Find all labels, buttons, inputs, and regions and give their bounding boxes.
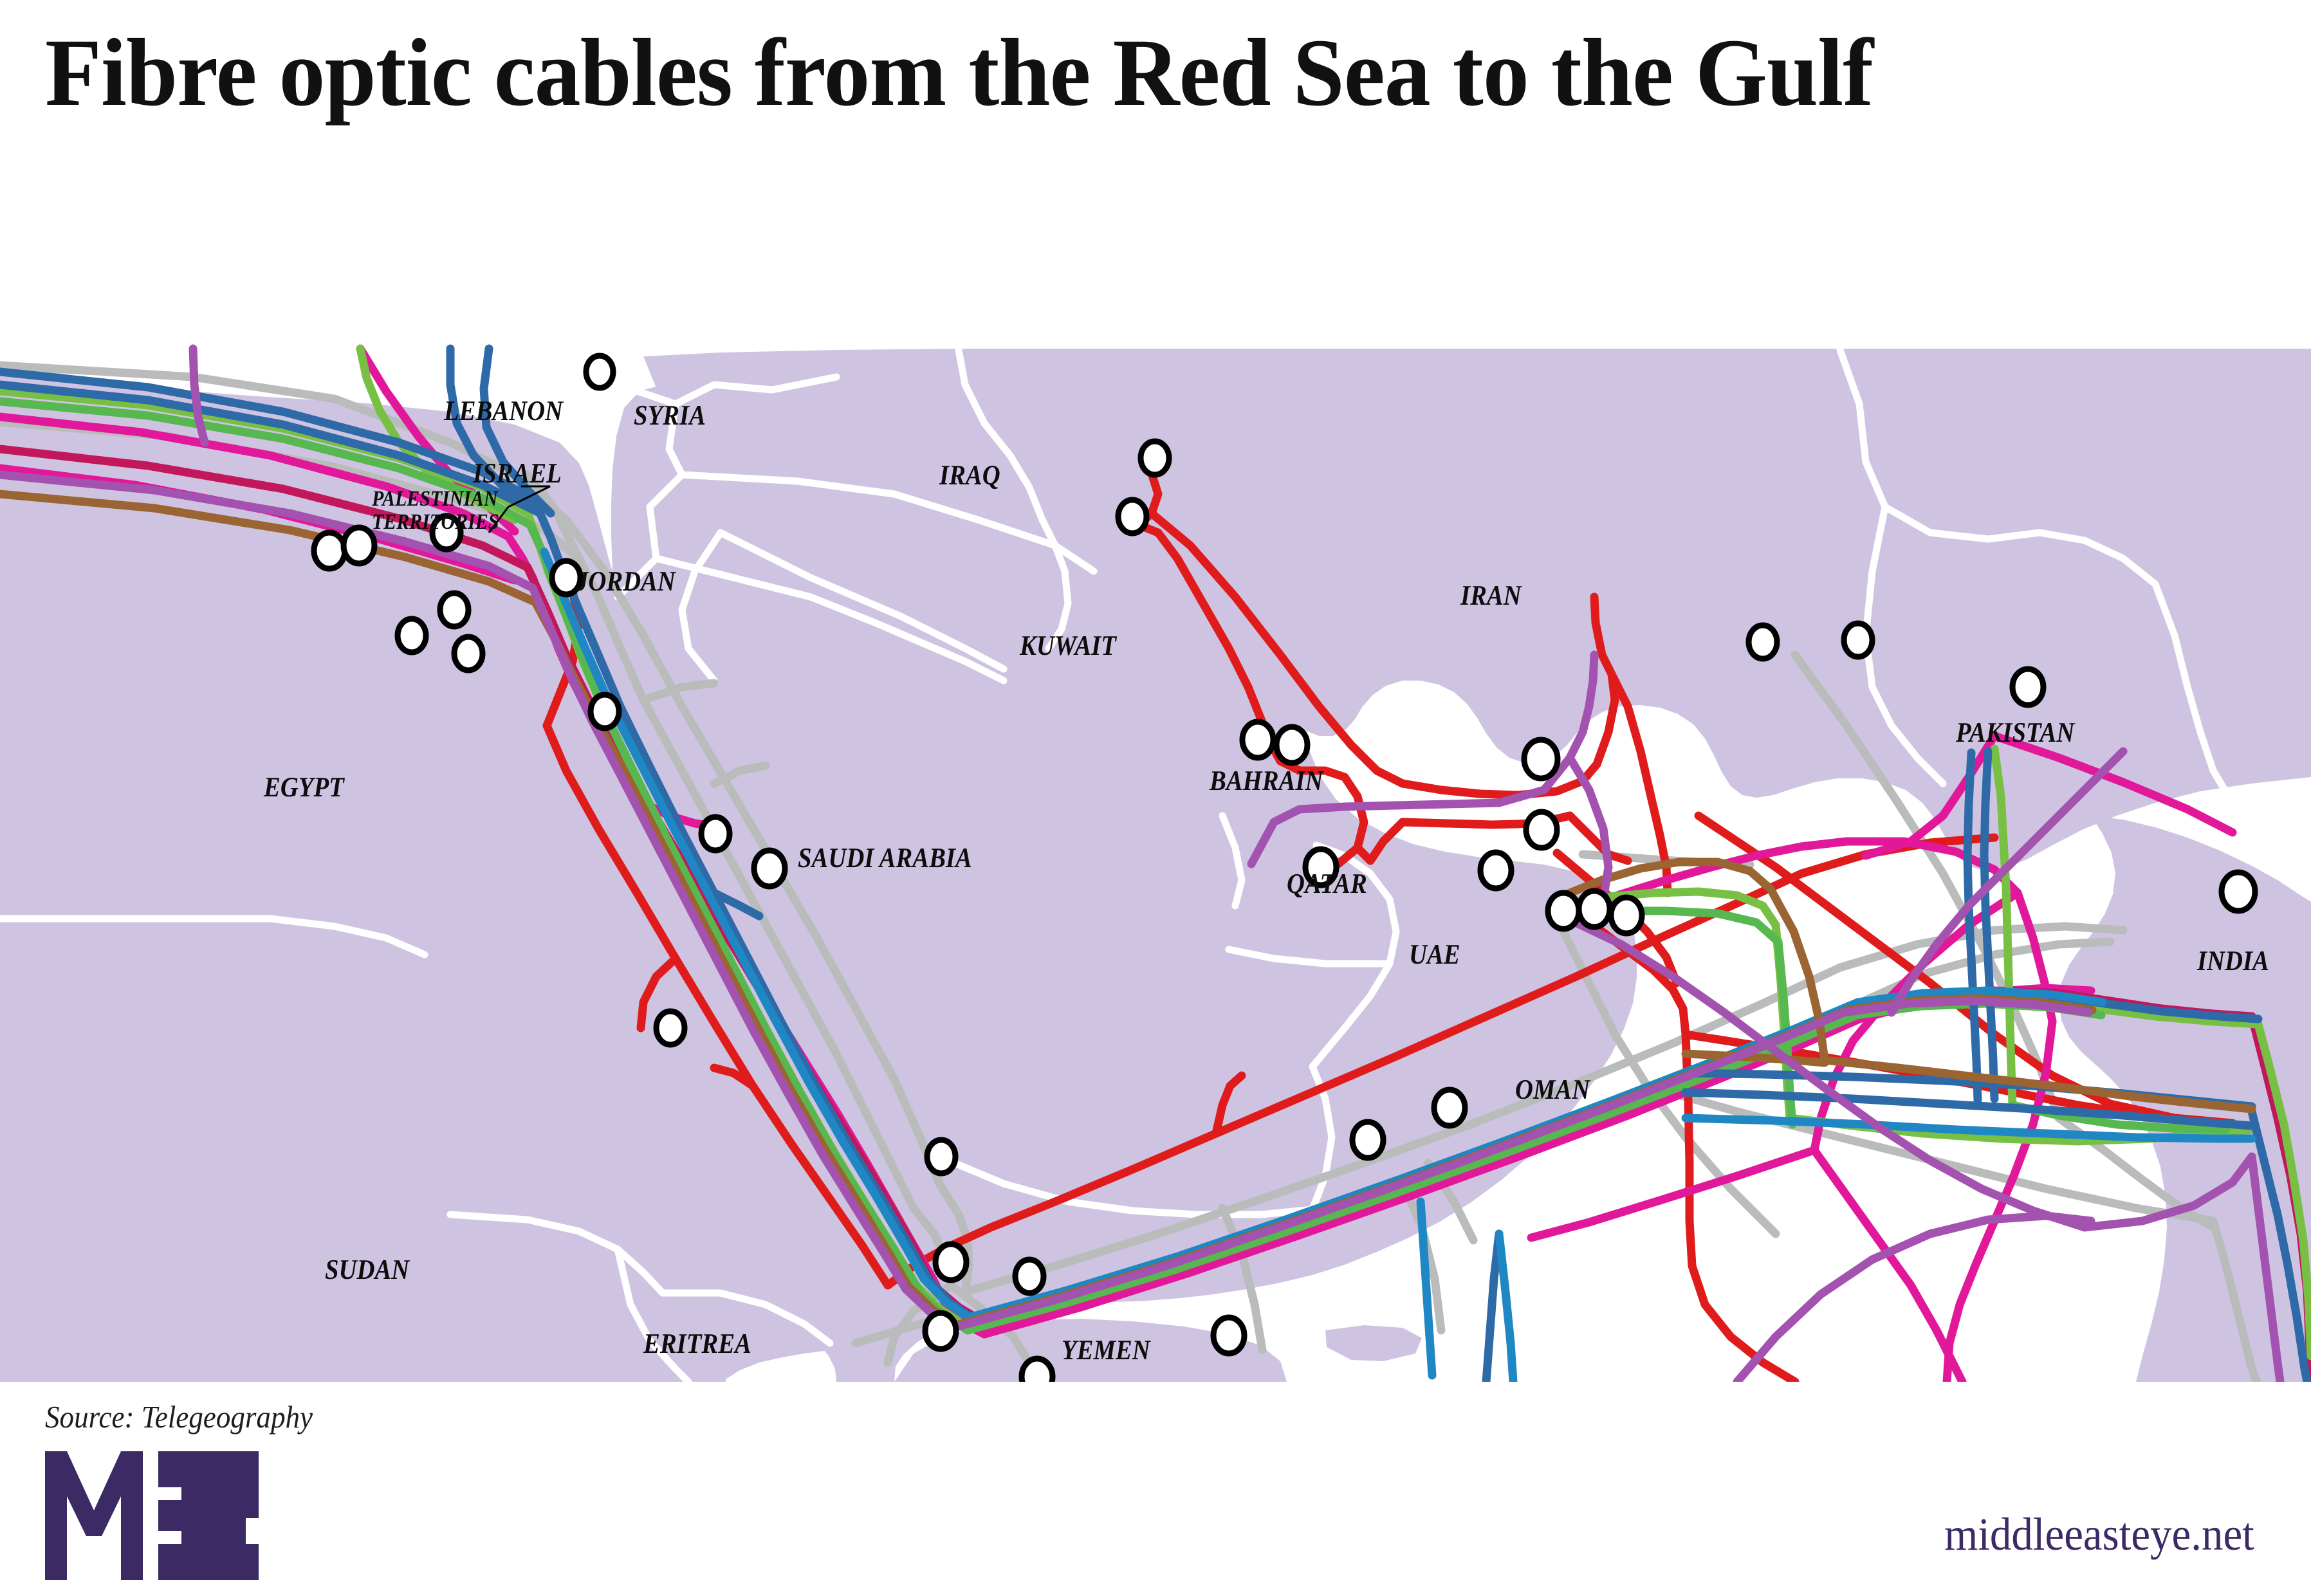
landing-station[interactable] xyxy=(429,513,464,553)
landing-station[interactable] xyxy=(583,353,616,391)
landing-station[interactable] xyxy=(1477,849,1515,892)
country-borders xyxy=(0,346,2236,1382)
landing-station[interactable] xyxy=(587,692,622,731)
map-svg: .land { fill:#cec4e2; } .sea { fill:#fff… xyxy=(0,172,2311,1382)
landing-station[interactable] xyxy=(1239,719,1276,761)
landing-station[interactable] xyxy=(751,847,788,890)
land-africa xyxy=(0,365,893,1382)
landing-station[interactable] xyxy=(1273,724,1311,766)
header-bar: Fibre optic cables from the Red Sea to t… xyxy=(0,0,2311,172)
cable-routes xyxy=(0,344,2311,1382)
landing-station[interactable] xyxy=(394,616,429,656)
landing-station[interactable] xyxy=(1841,620,1875,660)
landing-station[interactable] xyxy=(1137,438,1172,478)
mee-logo xyxy=(45,1451,259,1580)
landing-station[interactable] xyxy=(1523,809,1560,851)
land-iran-iraq-pakistan xyxy=(619,349,2311,871)
landing-station[interactable] xyxy=(932,1241,970,1283)
landing-station[interactable] xyxy=(437,590,472,630)
landing-station[interactable] xyxy=(1576,888,1613,930)
landing-station[interactable] xyxy=(1545,890,1582,932)
cable-purple-group xyxy=(0,344,2285,1382)
landing-station[interactable] xyxy=(340,524,378,567)
landing-station[interactable] xyxy=(311,529,348,572)
landing-stations xyxy=(311,353,2258,1382)
landing-station[interactable] xyxy=(924,1137,959,1177)
landing-station[interactable] xyxy=(922,1310,959,1352)
land-island-socotra xyxy=(1325,1325,1422,1361)
map-canvas: .land { fill:#cec4e2; } .sea { fill:#fff… xyxy=(0,172,2311,1382)
source-credit: Source: Telegeography xyxy=(45,1399,313,1435)
website-url[interactable]: middleeasteye.net xyxy=(1944,1509,2254,1560)
page-title: Fibre optic cables from the Red Sea to t… xyxy=(45,19,1874,126)
palestinian-territories-leader xyxy=(488,485,551,533)
landing-station[interactable] xyxy=(1349,1119,1386,1161)
landing-station[interactable] xyxy=(1745,622,1780,662)
landing-station[interactable] xyxy=(1210,1314,1248,1357)
landing-station[interactable] xyxy=(1302,846,1340,888)
landing-station[interactable] xyxy=(698,814,733,854)
landing-station[interactable] xyxy=(1115,497,1150,537)
landing-station[interactable] xyxy=(2009,666,2047,708)
landing-station[interactable] xyxy=(1012,1256,1047,1296)
landing-station[interactable] xyxy=(1018,1355,1056,1382)
landing-station[interactable] xyxy=(1608,894,1645,937)
landing-station[interactable] xyxy=(2218,869,2258,914)
landing-station[interactable] xyxy=(1431,1087,1468,1129)
landing-station[interactable] xyxy=(653,1008,688,1048)
landing-station[interactable] xyxy=(451,634,486,674)
landing-station[interactable] xyxy=(1521,737,1561,782)
footer-bar: Source: Telegeography middleeasteye.net xyxy=(0,1382,2311,1596)
landing-station[interactable] xyxy=(549,558,584,598)
